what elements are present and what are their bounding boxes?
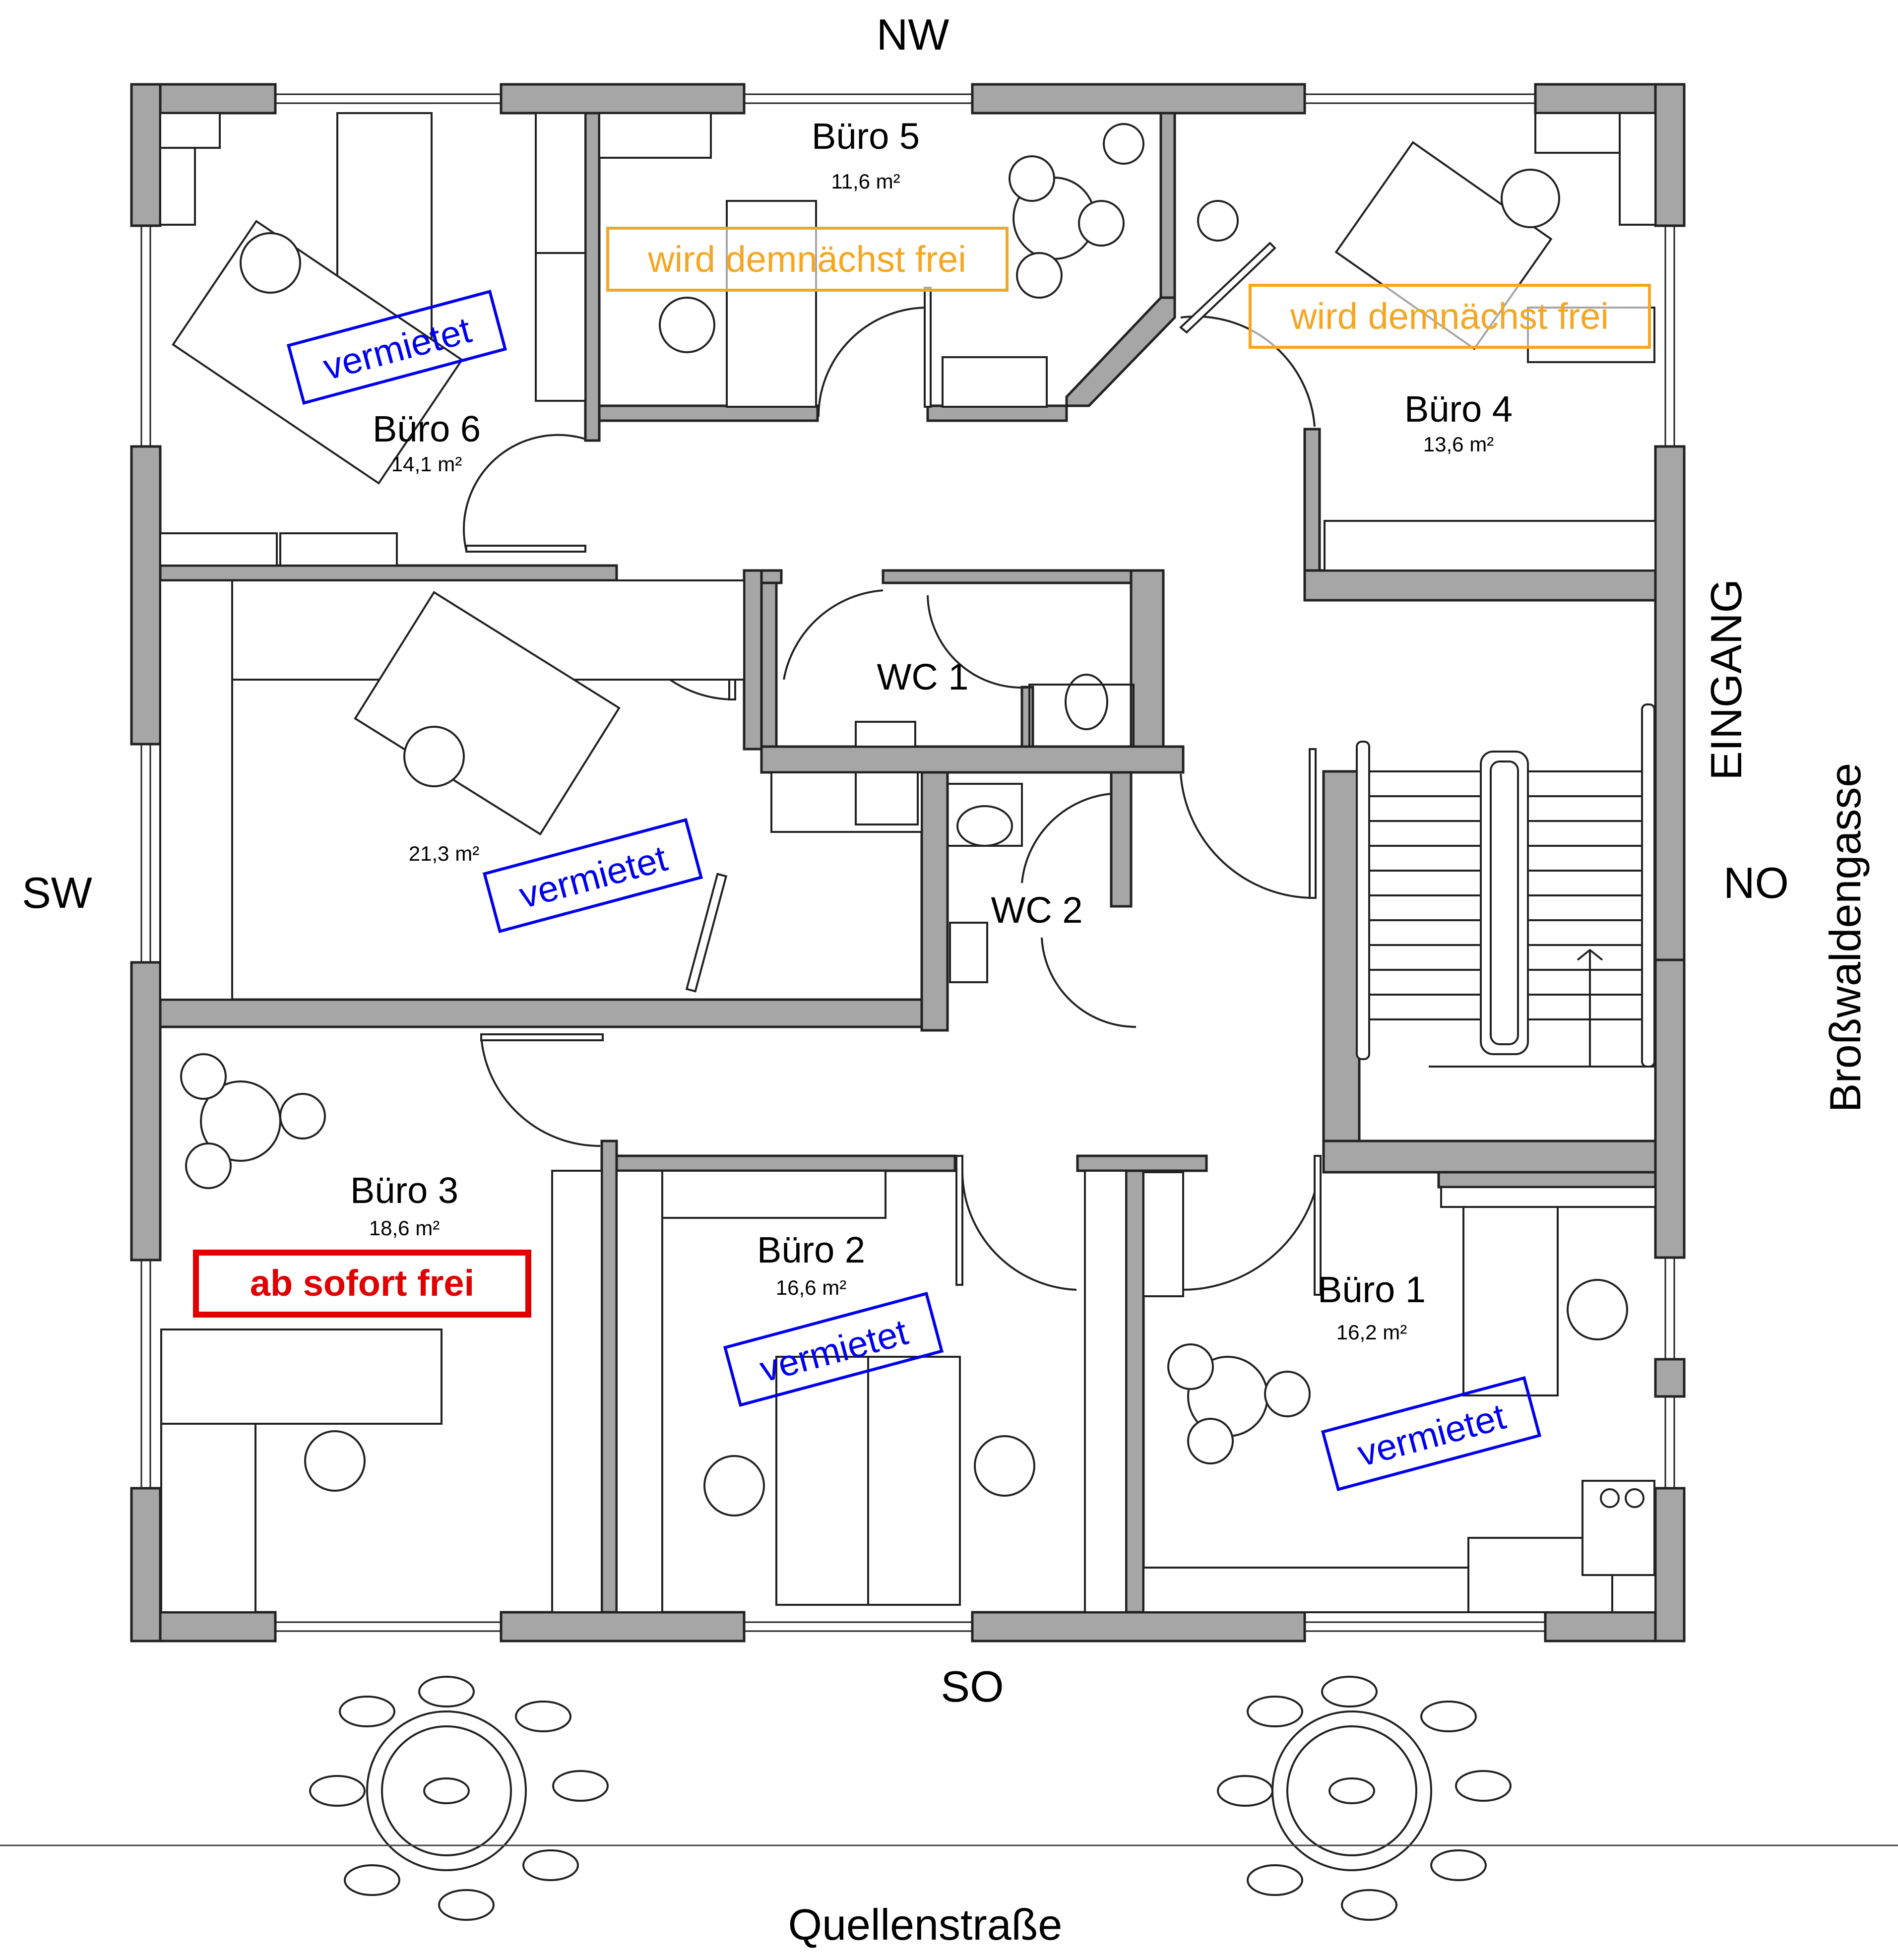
room-area-unnamed: 21,3 m² — [409, 842, 479, 865]
staircase — [1356, 703, 1656, 1142]
tree-left — [309, 1676, 609, 1921]
room-area-buero-1: 16,2 m² — [1336, 1321, 1407, 1344]
room-name-wc-1: WC 1 — [877, 656, 969, 697]
compass-no: NO — [1723, 858, 1789, 907]
room-name-buero-1: Büro 1 — [1318, 1269, 1426, 1310]
stamp-room-21: vermietet — [482, 818, 703, 933]
room-name-buero-3: Büro 3 — [350, 1170, 458, 1211]
room-area-buero-3: 18,6 m² — [369, 1216, 440, 1240]
compass-so: SO — [941, 1662, 1004, 1711]
street-bottom: Quellenstraße — [788, 1900, 1063, 1949]
entrance-label: EINGANG — [1702, 579, 1751, 780]
room-name-wc-2: WC 2 — [991, 889, 1083, 931]
stamp-text-buero-5: wird demnächst frei — [647, 239, 966, 280]
compass-sw: SW — [22, 868, 92, 917]
room-name-buero-6: Büro 6 — [373, 408, 481, 449]
room-area-buero-6: 14,1 m² — [391, 452, 462, 476]
street-right: Broßwaldengasse — [1821, 763, 1870, 1112]
stamp-text-buero-3: ab sofort frei — [250, 1263, 474, 1304]
stamp-buero-3: ab sofort frei — [193, 1250, 531, 1318]
stamp-text-buero-4: wird demnächst frei — [1290, 296, 1609, 337]
stamp-buero-5: wird demnächst frei — [606, 227, 1009, 292]
stamp-buero-4: wird demnächst frei — [1249, 284, 1651, 349]
room-area-buero-5: 11,6 m² — [831, 170, 900, 193]
room-name-buero-5: Büro 5 — [812, 116, 920, 157]
tree-right — [1217, 1676, 1512, 1921]
stamp-text-buero-1: vermietet — [1353, 1395, 1510, 1474]
exterior-walls — [130, 83, 1686, 1643]
compass-nw: NW — [877, 10, 949, 59]
room-area-buero-4: 13,6 m² — [1423, 433, 1494, 456]
stamp-text-room-21: vermietet — [515, 837, 672, 916]
room-name-buero-4: Büro 4 — [1404, 388, 1513, 430]
room-area-buero-2: 16,6 m² — [776, 1276, 846, 1299]
room-name-buero-2: Büro 2 — [757, 1229, 865, 1270]
interior-walls — [159, 112, 1657, 1614]
